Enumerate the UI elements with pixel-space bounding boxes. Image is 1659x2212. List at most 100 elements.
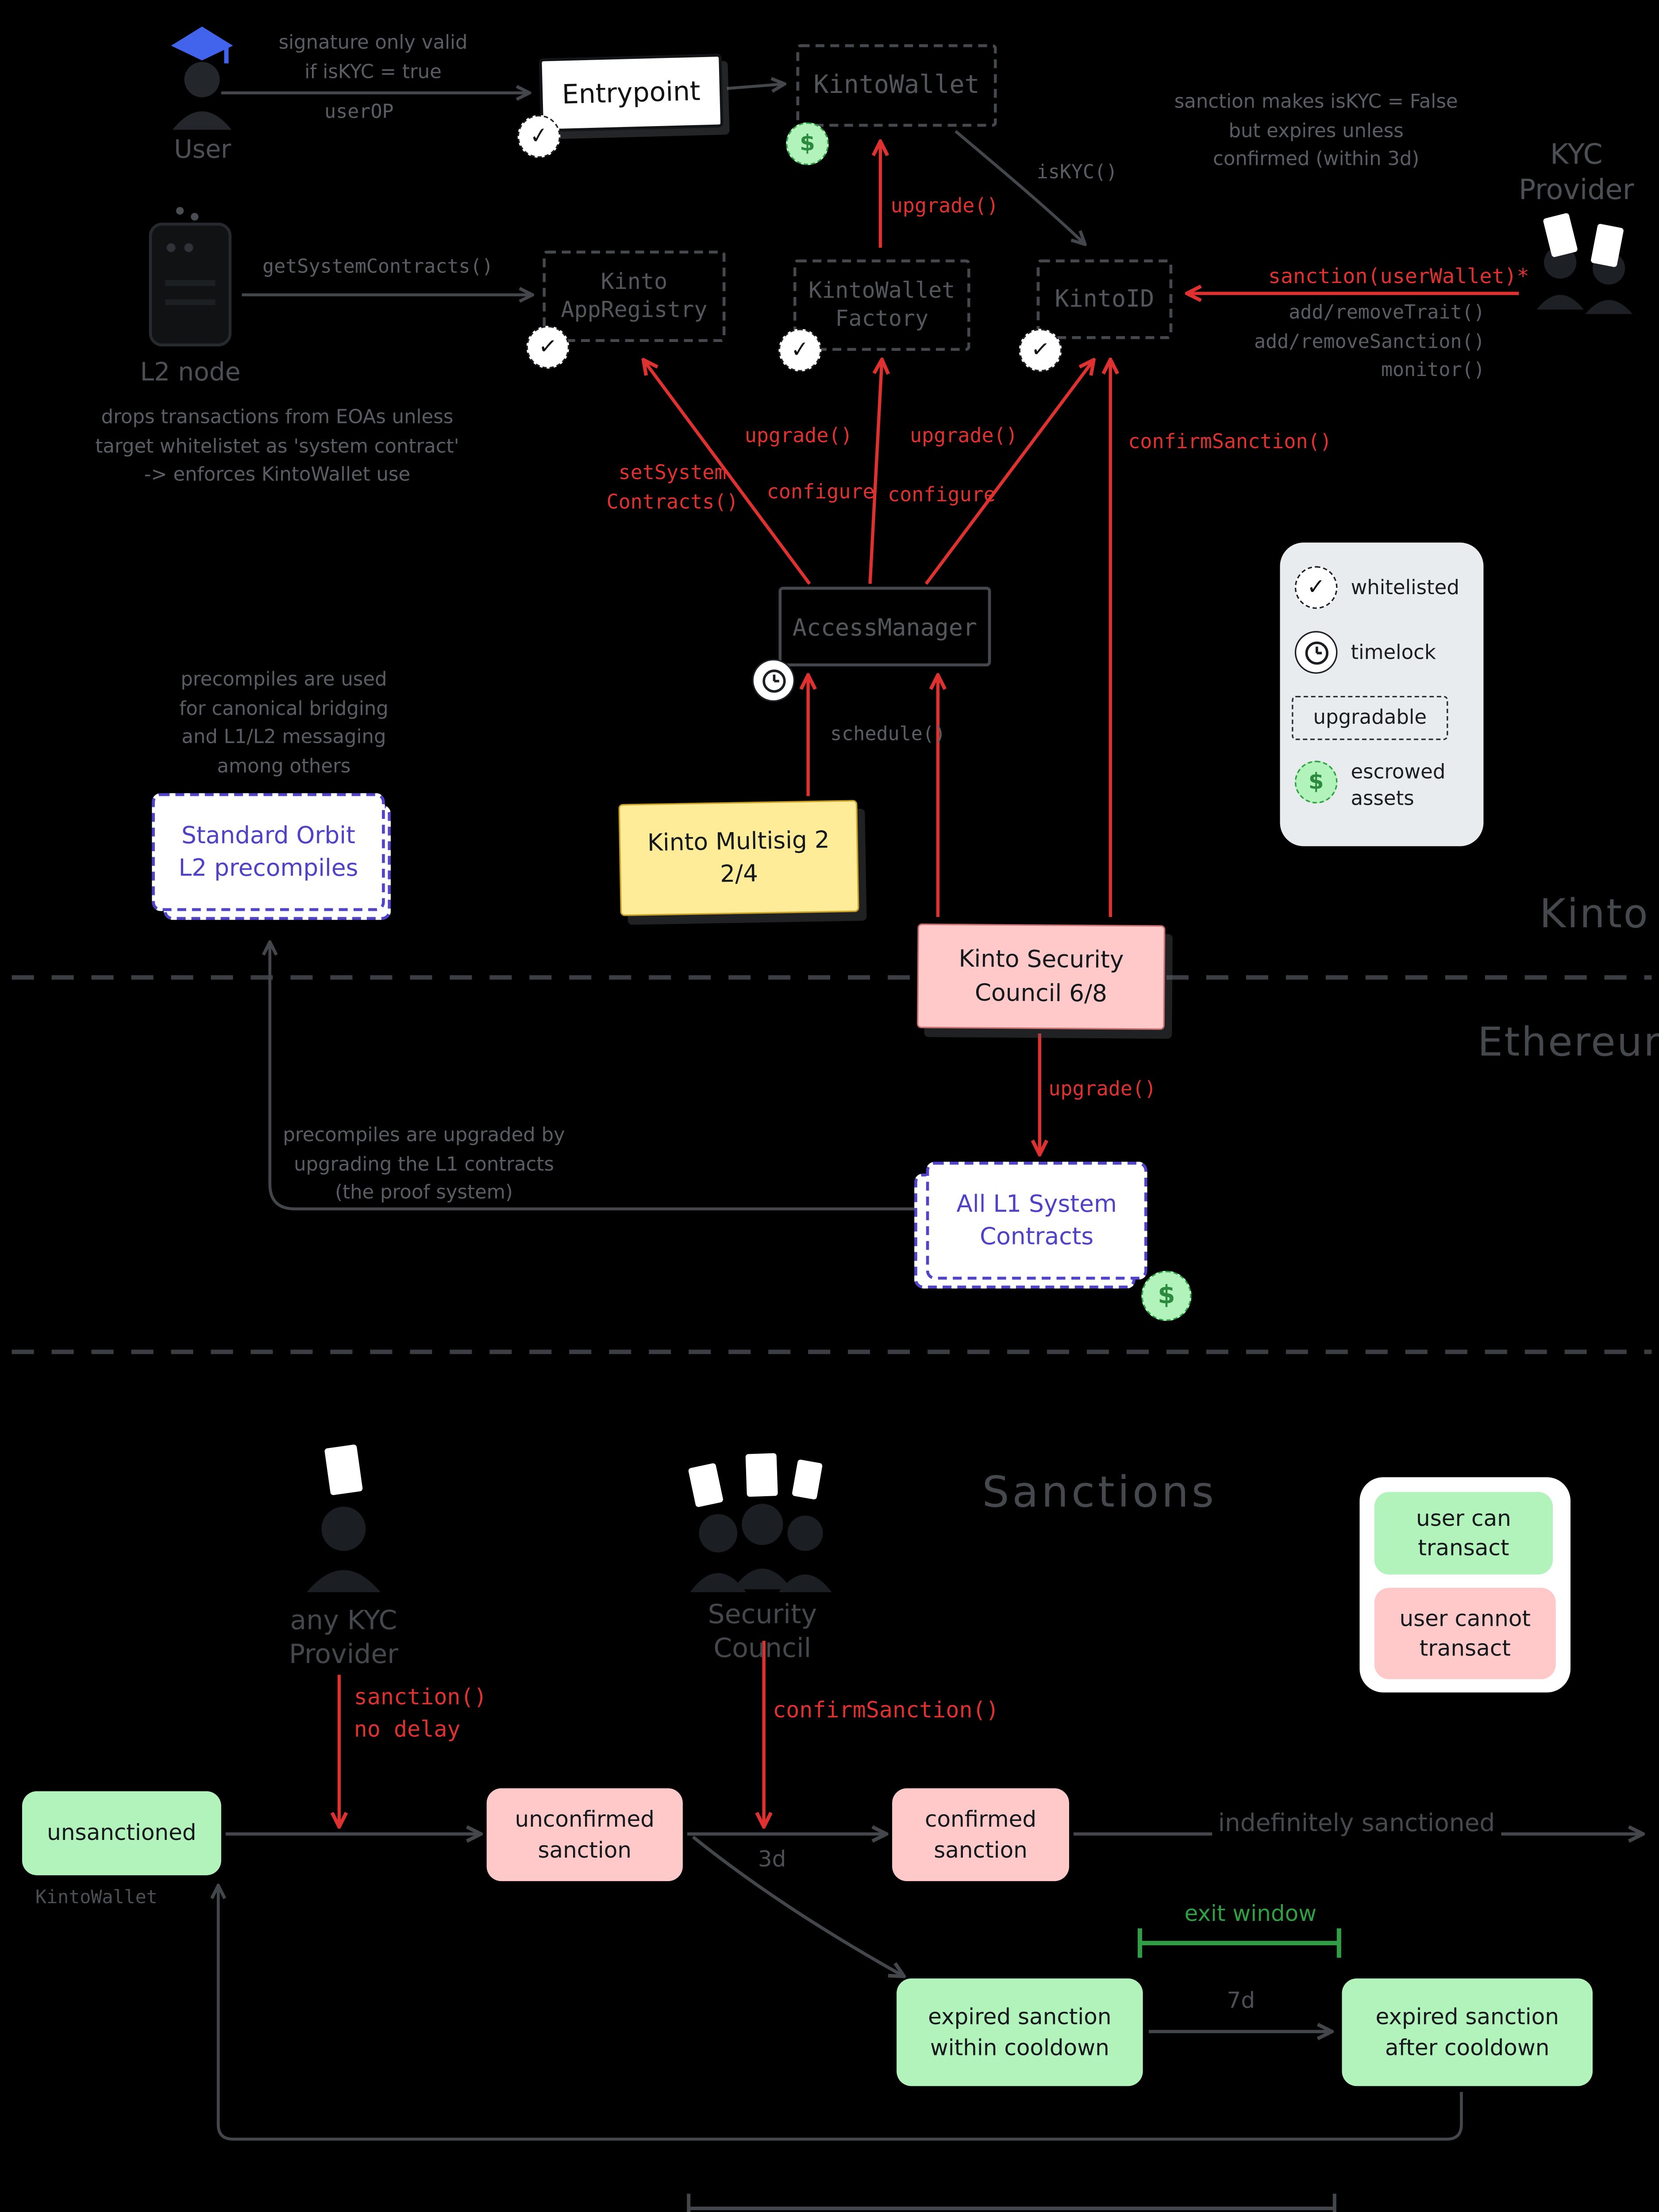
upgrade-label-kintoid-arrow: upgrade() xyxy=(910,424,1018,449)
arrow-accessmanager-to-factory xyxy=(868,361,882,584)
arrow-loop-back-to-unsanctioned xyxy=(218,1887,1463,2141)
escrowed-badge-kintowallet: $ xyxy=(786,122,829,165)
user-can-transact-box: user can transact xyxy=(1374,1492,1553,1575)
legend-panel: ✓ whitelisted timelock upgradable $ escr… xyxy=(1280,542,1484,846)
l2-precompiles-stack: Standard Orbit L2 precompiles xyxy=(152,793,391,920)
l2-precompiles-label: Standard Orbit L2 precompiles xyxy=(178,820,358,882)
confirmsanction-label-top: confirmSanction() xyxy=(1128,430,1332,454)
note-signature-valid: signature only valid if isKYC = true xyxy=(278,32,468,84)
kintoid-box: KintoID xyxy=(1036,259,1173,339)
security-council-box: Kinto Security Council 6/8 xyxy=(916,923,1166,1030)
iskyc-label: isKYC() xyxy=(1036,162,1118,184)
arrow-accessmanager-to-kintoid xyxy=(924,361,1093,585)
legend-whitelisted-label: whitelisted xyxy=(1351,576,1459,600)
legend-upgradable-box: upgradable xyxy=(1292,695,1448,740)
unsanctioned-label: unsanctioned xyxy=(47,1820,196,1847)
confirmsanction-label-bottom: confirmSanction() xyxy=(773,1697,999,1724)
user-icon xyxy=(171,26,233,130)
user-label: User xyxy=(174,135,231,165)
sanctions-section-title: Sanctions xyxy=(982,1467,1217,1517)
accessmanager-label: AccessManager xyxy=(792,612,978,641)
unsanctioned-box: unsanctioned xyxy=(22,1791,221,1875)
wallet-factory-box: KintoWallet Factory xyxy=(793,259,970,351)
legend-escrowed-label: escrowed assets xyxy=(1351,760,1446,810)
legend-escrowed-icon: $ xyxy=(1294,760,1338,804)
kintowallet-label: KintoWallet xyxy=(813,70,980,100)
legend-timelock-label: timelock xyxy=(1351,641,1436,665)
appregistry-box: Kinto AppRegistry xyxy=(543,250,726,342)
any-kyc-provider-label: any KYC Provider xyxy=(289,1605,398,1670)
kyc-provider-icon xyxy=(1536,213,1632,314)
upgrade-label-l1: upgrade() xyxy=(1048,1077,1157,1102)
security-council-label: Security Council xyxy=(708,1599,817,1664)
entrypoint-label: Entrypoint xyxy=(562,75,701,111)
user-cannot-transact-label: user cannot transact xyxy=(1399,1605,1531,1662)
note-sanction-expiry: sanction makes isKYC = False but expires… xyxy=(1174,91,1458,171)
expired-after-cooldown-label: expired sanction after cooldown xyxy=(1375,2004,1559,2061)
user-cannot-transact-box: user cannot transact xyxy=(1374,1587,1556,1679)
note-precompiles-upgrade: precompiles are upgraded by upgrading th… xyxy=(283,1125,565,1205)
note-precompiles-usage: precompiles are used for canonical bridg… xyxy=(179,669,389,778)
l1-contracts-label: All L1 System Contracts xyxy=(956,1189,1117,1250)
confirmed-sanction-label: confirmed sanction xyxy=(924,1806,1037,1863)
upgrade-label-registry-arrow: upgrade() xyxy=(744,424,853,449)
configure-label-2: configure xyxy=(888,484,996,507)
ten-day-bracket xyxy=(687,2193,1336,2212)
multisig-box: Kinto Multisig 2 2/4 xyxy=(618,800,859,916)
kinto-section-title: Kinto xyxy=(1540,892,1650,938)
kyc-functions-label: add/removeTrait() add/removeSanction() m… xyxy=(1254,302,1485,382)
l2-node-label: L2 node xyxy=(140,358,241,388)
l2-precompiles-box: Standard Orbit L2 precompiles xyxy=(152,793,385,911)
delay-3d-label: 3d xyxy=(758,1846,786,1873)
any-kyc-provider-icon xyxy=(307,1444,381,1592)
configure-label-1: configure xyxy=(766,480,875,504)
legend-timelock-icon xyxy=(1294,631,1338,674)
unconfirmed-sanction-box: unconfirmed sanction xyxy=(486,1788,683,1882)
entrypoint-box: Entrypoint xyxy=(539,54,724,132)
sanction-no-delay-label: sanction() no delay xyxy=(354,1683,487,1743)
transact-legend-panel: user can transact user cannot transact xyxy=(1359,1477,1571,1693)
security-council-icon xyxy=(688,1453,832,1592)
indefinitely-sanctioned-label: indefinitely sanctioned xyxy=(1212,1809,1501,1837)
arrow-unconfirmed-to-expired-within xyxy=(692,1836,902,1975)
legend-upgradable-label: upgradable xyxy=(1313,706,1427,730)
note-drops-transactions: drops transactions from EOAs unless targ… xyxy=(95,407,459,487)
setsystemcontracts-label: setSystem Contracts() xyxy=(606,461,739,514)
user-can-transact-label: user can transact xyxy=(1416,1505,1511,1562)
expired-within-cooldown-box: expired sanction within cooldown xyxy=(897,1978,1143,2086)
l1-contracts-stack: All L1 System Contracts xyxy=(914,1161,1147,1289)
legend-whitelisted-icon: ✓ xyxy=(1294,566,1338,609)
check-icon: ✓ xyxy=(789,335,810,364)
dollar-icon: $ xyxy=(1158,1280,1175,1310)
arrow-entrypoint-to-kintowallet xyxy=(727,84,783,88)
timelock-badge-accessmanager xyxy=(752,659,795,702)
security-council-box-label: Kinto Security Council 6/8 xyxy=(958,945,1124,1007)
check-icon: ✓ xyxy=(1307,573,1326,600)
exit-window-label: exit window xyxy=(1184,1900,1317,1927)
getsystemcontracts-label: getSystemContracts() xyxy=(262,256,493,279)
expired-within-cooldown-label: expired sanction within cooldown xyxy=(928,2004,1112,2061)
arrow-accessmanager-to-appregistry xyxy=(644,361,811,585)
dollar-icon: $ xyxy=(800,130,815,157)
confirmed-sanction-box: confirmed sanction xyxy=(892,1788,1069,1882)
check-icon: ✓ xyxy=(537,332,558,361)
kyc-provider-label: KYC Provider xyxy=(1518,138,1634,206)
check-icon: ✓ xyxy=(528,121,550,150)
l2-node-icon xyxy=(149,207,232,347)
delay-7d-label: 7d xyxy=(1227,1987,1255,2014)
arrow-kintowallet-to-kintoid xyxy=(955,130,1084,243)
accessmanager-box: AccessManager xyxy=(778,587,991,667)
escrowed-badge-l1: $ xyxy=(1141,1271,1192,1321)
multisig-label: Kinto Multisig 2 2/4 xyxy=(647,825,830,888)
dollar-icon: $ xyxy=(1308,768,1324,795)
ethereum-section-title: Ethereum xyxy=(1478,1020,1659,1066)
unconfirmed-sanction-label: unconfirmed sanction xyxy=(515,1806,655,1863)
kintowallet-tag: KintoWallet xyxy=(35,1886,158,1908)
userop-label: userOP xyxy=(324,101,394,124)
wallet-factory-label: KintoWallet Factory xyxy=(808,276,955,332)
clock-icon xyxy=(762,668,785,692)
clock-icon xyxy=(1305,641,1328,664)
kintoid-label: KintoID xyxy=(1055,284,1155,312)
